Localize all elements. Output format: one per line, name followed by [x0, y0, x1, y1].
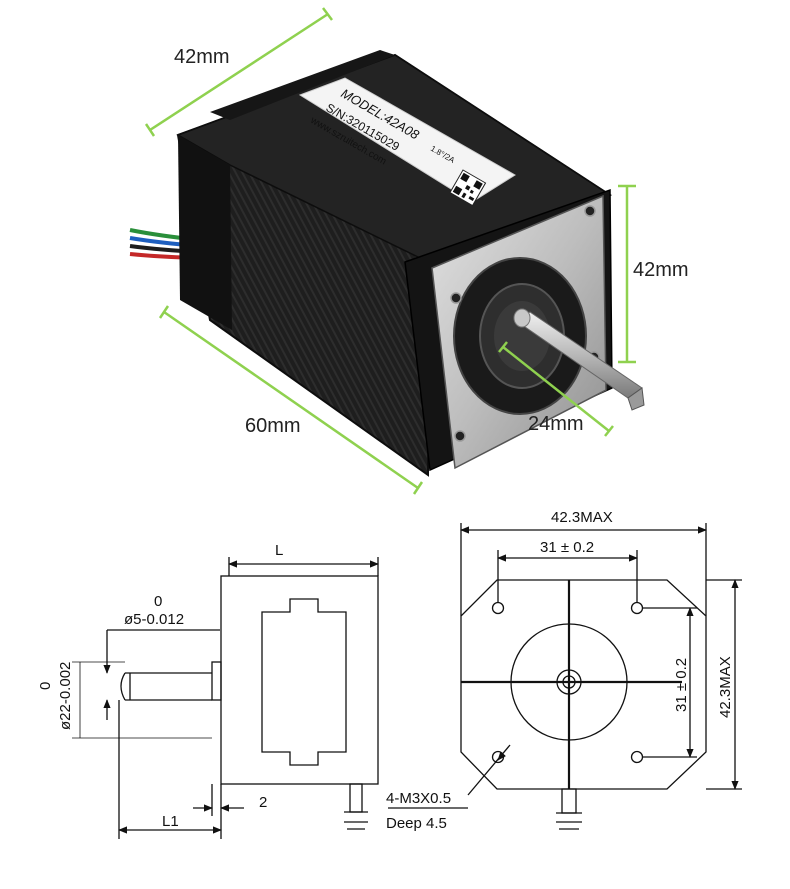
dim-L1-label: L1	[162, 813, 179, 830]
motor-photo: MODEL:42A08 S/N:320115029 www.szruitech.…	[129, 7, 689, 495]
front-hole-bl	[491, 750, 505, 764]
side-view-drawing	[72, 557, 379, 839]
thread-spec-label: 4-M3X0.5	[386, 790, 451, 807]
dim-shaft-label: 24mm	[528, 413, 584, 435]
boss-tol-zero: 0	[37, 682, 54, 690]
motor-shaft	[513, 308, 645, 411]
mount-hole-icon	[450, 292, 462, 304]
boss-height-label: 2	[259, 794, 267, 811]
front-hole-spacing-h-label: 31 ± 0.2	[540, 539, 594, 556]
front-outline	[460, 579, 707, 790]
dim-L-label: L	[275, 542, 283, 559]
front-view-drawing	[388, 523, 742, 830]
front-hole-spacing-v-label: 31 ± 0.2	[673, 658, 690, 712]
dim-width-label: 42mm	[174, 46, 230, 68]
dim-height-label: 42mm	[633, 259, 689, 281]
front-overall-width-label: 42.3MAX	[551, 509, 613, 526]
shaft-tol-zero: 0	[154, 593, 162, 610]
dim-length-label: 60mm	[245, 415, 301, 437]
mount-hole-icon	[454, 430, 466, 442]
qr-code-icon	[449, 169, 487, 207]
front-overall-height-label: 42.3MAX	[717, 656, 734, 718]
mount-hole-icon	[584, 205, 596, 217]
motor-faceplate	[431, 194, 607, 470]
shaft-dia-label: ø5-0.012	[124, 611, 184, 628]
boss-dia-label: ø22-0.002	[57, 662, 74, 730]
front-hole-tr	[630, 601, 644, 615]
thread-depth-label: Deep 4.5	[386, 815, 447, 832]
side-body	[220, 575, 379, 785]
front-hole-br	[630, 750, 644, 764]
front-hole-tl	[491, 601, 505, 615]
photo-dimension-lines	[144, 7, 636, 495]
